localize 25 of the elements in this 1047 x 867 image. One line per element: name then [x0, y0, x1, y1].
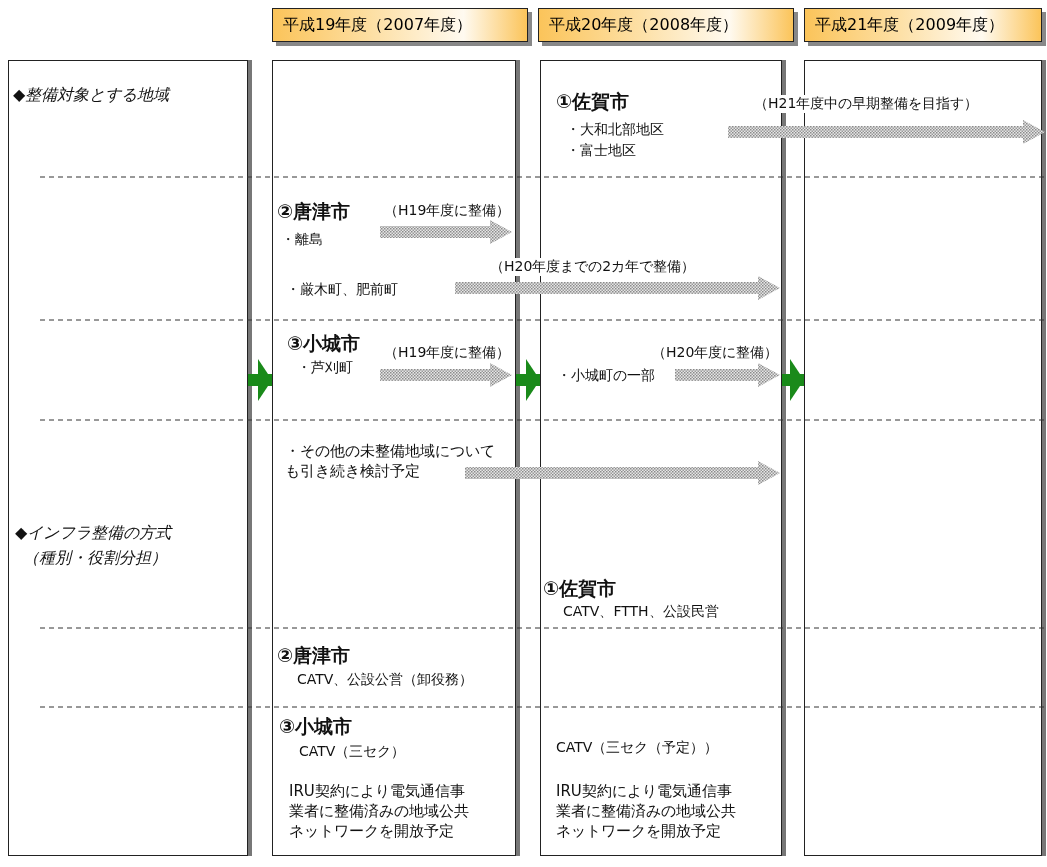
- city-name: ②唐津市: [277, 199, 351, 224]
- note-text: IRU契約により電気通信事業者に整備済みの地域公共ネットワークを開放予定: [289, 781, 470, 841]
- note-text: ・その他の未整備地域についても引き続き検討予定: [285, 441, 496, 481]
- district-item: ・厳木町、肥前町: [286, 281, 398, 299]
- section-heading: ◆整備対象とする地域: [13, 85, 170, 106]
- method-text: CATV、公設公営（卸役務）: [297, 671, 474, 689]
- city-name: ①佐賀市: [543, 576, 617, 601]
- city-name: ②唐津市: [277, 643, 351, 668]
- method-text: CATV（三セク）: [299, 743, 406, 761]
- method-text: CATV、FTTH、公設民営: [563, 603, 719, 621]
- section-subheading: （種別・役割分担）: [23, 548, 167, 569]
- chevron-arrow: [248, 359, 272, 401]
- city-name: ③小城市: [279, 714, 353, 739]
- district-item: ・芦刈町: [297, 359, 353, 377]
- city-name: ③小城市: [287, 331, 361, 356]
- section-heading: ◆インフラ整備の方式: [15, 523, 172, 544]
- district-item: ・富士地区: [566, 142, 636, 160]
- district-item: ・大和北部地区: [566, 121, 664, 139]
- note-text: IRU契約により電気通信事業者に整備済みの地域公共ネットワークを開放予定: [556, 781, 737, 841]
- chevron-arrow: [516, 359, 540, 401]
- chevron-arrow: [782, 359, 804, 401]
- city-name: ①佐賀市: [556, 89, 630, 114]
- district-item: ・離島: [281, 231, 323, 249]
- district-item: ・小城町の一部: [557, 367, 655, 385]
- method-text: CATV（三セク（予定））: [556, 739, 719, 757]
